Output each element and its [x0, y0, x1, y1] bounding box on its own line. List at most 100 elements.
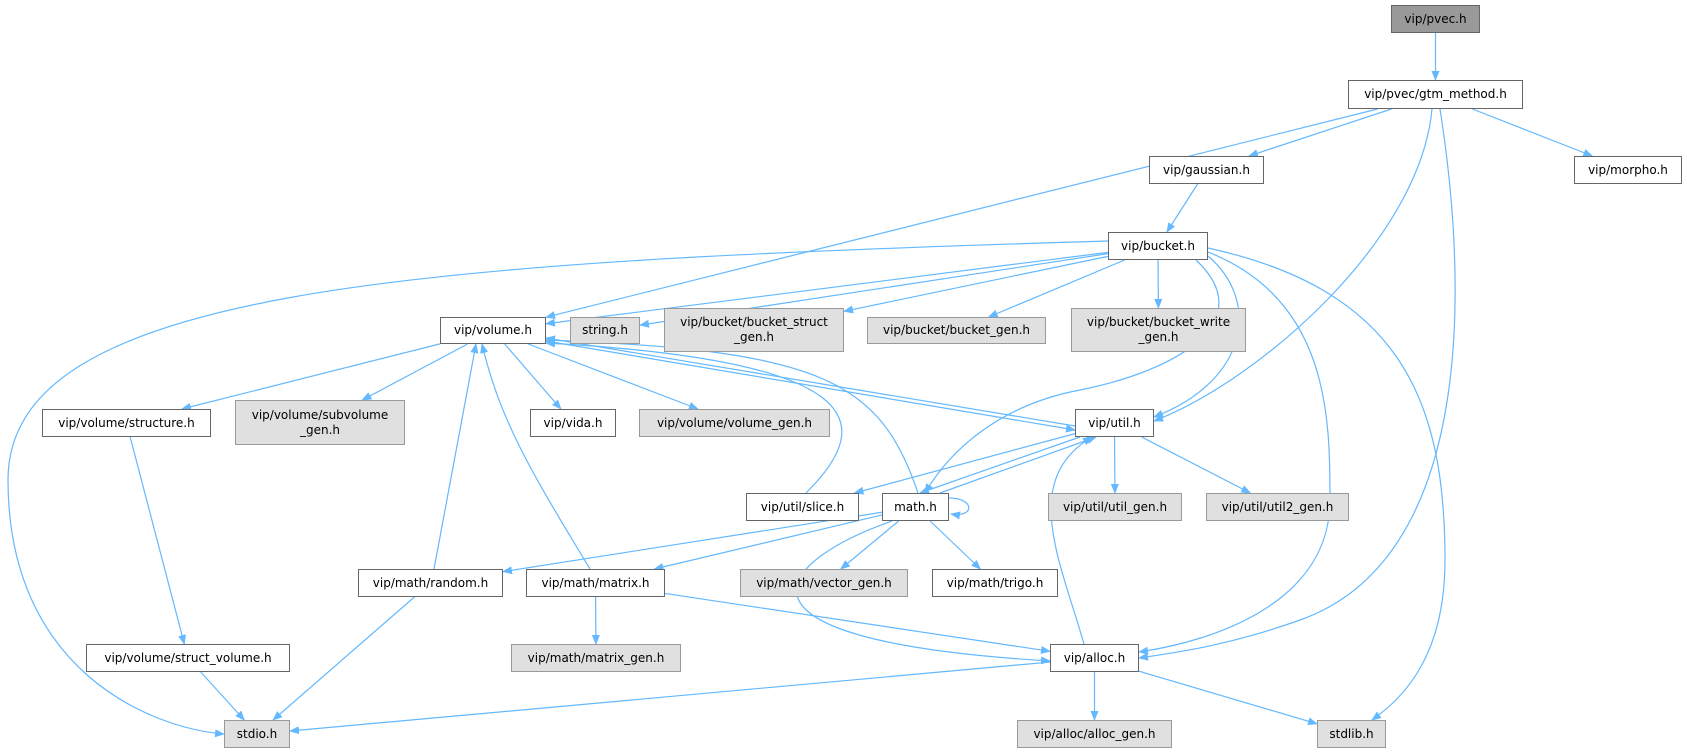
node-label: math.h — [894, 499, 937, 514]
edge-util-to-util2gen — [1141, 436, 1252, 494]
node-label: string.h — [582, 323, 628, 337]
edge-gtm-to-volume — [545, 108, 1378, 319]
node-label: stdlib.h — [1329, 726, 1374, 741]
node-label: vip/bucket/bucket_gen.h — [882, 323, 1031, 337]
edge-gtm-to-gaussian — [1248, 108, 1392, 157]
edge-alloc-to-util — [1050, 436, 1093, 645]
node-stdlib[interactable]: stdlib.h — [1317, 720, 1386, 748]
node-matrix[interactable]: vip/math/matrix.h — [526, 569, 665, 597]
node-morpho[interactable]: vip/morpho.h — [1574, 156, 1682, 184]
edge-util-to-volume — [545, 335, 1076, 427]
node-bstruct[interactable]: vip/bucket/bucket_struct_gen.h — [664, 308, 844, 352]
node-label: _gen.h — [299, 422, 341, 437]
edge-math-to-util — [939, 436, 1097, 494]
edge-gtm-to-morpho — [1472, 108, 1594, 157]
node-structure[interactable]: vip/volume/structure.h — [42, 409, 211, 437]
node-util[interactable]: vip/util.h — [1075, 409, 1154, 437]
edge-volume-to-structure — [181, 343, 441, 411]
node-allocgen[interactable]: vip/alloc/alloc_gen.h — [1017, 720, 1172, 748]
edge-bucket-to-math — [924, 259, 1220, 494]
node-math[interactable]: math.h — [882, 493, 949, 521]
node-label: vip/util/util_gen.h — [1062, 499, 1168, 514]
node-label: vip/util/util2_gen.h — [1221, 499, 1334, 514]
node-structvol[interactable]: vip/volume/struct_volume.h — [86, 644, 290, 672]
node-bucket[interactable]: vip/bucket.h — [1108, 232, 1208, 260]
node-random[interactable]: vip/math/random.h — [358, 569, 503, 597]
edge-volume-to-util — [545, 340, 1076, 433]
node-string[interactable]: string.h — [570, 317, 640, 344]
node-alloc[interactable]: vip/alloc.h — [1050, 644, 1139, 672]
edge-alloc-to-stdlib — [1138, 670, 1318, 726]
node-label: vip/morpho.h — [1588, 162, 1668, 177]
node-trigo[interactable]: vip/math/trigo.h — [932, 569, 1058, 597]
edge-math-to-math — [948, 497, 970, 520]
node-gtm[interactable]: vip/pvec/gtm_method.h — [1348, 80, 1523, 109]
node-vecgen[interactable]: vip/math/vector_gen.h — [740, 569, 908, 597]
node-label: vip/volume/struct_volume.h — [104, 650, 272, 665]
node-label: vip/math/trigo.h — [946, 575, 1044, 590]
node-label: vip/pvec.h — [1404, 11, 1467, 26]
edge-gtm-to-alloc — [1138, 108, 1456, 661]
node-label: vip/pvec/gtm_method.h — [1364, 87, 1507, 101]
node-subvol[interactable]: vip/volume/subvolume_gen.h — [235, 400, 405, 445]
edge-volume-to-vida — [504, 343, 562, 410]
node-gaussian[interactable]: vip/gaussian.h — [1149, 156, 1264, 184]
node-label: vip/bucket/bucket_struct — [680, 315, 828, 329]
edge-math-to-random — [502, 511, 883, 575]
edge-matrix-to-volume — [480, 343, 591, 570]
node-volgen[interactable]: vip/volume/volume_gen.h — [639, 409, 830, 437]
edge-structvol-to-stdio — [200, 671, 245, 721]
node-label: vip/volume/volume_gen.h — [656, 415, 813, 430]
edge-math-to-matrix — [653, 514, 883, 571]
edge-bucket-to-stdlib — [1207, 247, 1446, 721]
node-label: vip/math/matrix.h — [541, 575, 650, 590]
node-label: vip/alloc/alloc_gen.h — [1033, 726, 1156, 741]
node-slice[interactable]: vip/util/slice.h — [746, 493, 859, 521]
edge-volume-to-volgen — [528, 343, 699, 410]
node-utilgen[interactable]: vip/util/util_gen.h — [1048, 493, 1182, 521]
node-matrixgen[interactable]: vip/math/matrix_gen.h — [511, 644, 681, 672]
edge-math-to-volume — [545, 336, 919, 494]
edge-bucket-to-stdio — [7, 240, 1109, 738]
edge-math-to-alloc — [796, 520, 1051, 665]
node-label: vip/math/random.h — [372, 575, 489, 590]
node-label: vip/gaussian.h — [1163, 162, 1250, 177]
edge-random-to-stdio — [272, 596, 415, 721]
node-label: vip/util/slice.h — [760, 499, 845, 514]
node-label: vip/math/matrix_gen.h — [527, 650, 665, 665]
edge-bucket-to-volume — [545, 251, 1109, 327]
edge-gtm-to-util — [1153, 108, 1433, 422]
edge-bucket-to-bgen — [987, 259, 1125, 318]
edge-structure-to-structvol — [129, 436, 186, 645]
edge-matrix-to-alloc — [664, 592, 1051, 654]
edge-gaussian-to-bucket — [1166, 183, 1199, 233]
edge-alloc-to-stdio — [289, 661, 1051, 735]
node-label: vip/volume/subvolume — [251, 407, 389, 422]
node-bgen[interactable]: vip/bucket/bucket_gen.h — [867, 317, 1046, 344]
edge-slice-to-volume — [545, 339, 843, 494]
node-label: vip/alloc.h — [1063, 650, 1126, 665]
edge-random-to-volume — [433, 343, 479, 570]
node-label: vip/volume/structure.h — [58, 415, 195, 430]
node-pvec[interactable]: vip/pvec.h — [1391, 5, 1480, 33]
node-vida[interactable]: vip/vida.h — [530, 409, 616, 437]
edge-volume-to-subvol — [361, 343, 468, 401]
node-label: _gen.h — [1138, 330, 1179, 344]
node-label: vip/util.h — [1088, 415, 1141, 430]
node-label: vip/math/vector_gen.h — [756, 575, 892, 590]
node-label: vip/bucket/bucket_write — [1086, 315, 1231, 329]
node-util2gen[interactable]: vip/util/util2_gen.h — [1206, 493, 1349, 521]
node-label: stdio.h — [236, 726, 278, 741]
edge-math-to-trigo — [929, 520, 982, 570]
node-label: _gen.h — [733, 330, 775, 344]
node-volume[interactable]: vip/volume.h — [440, 317, 546, 344]
node-stdio[interactable]: stdio.h — [224, 720, 290, 748]
edge-util-to-math — [919, 436, 1081, 494]
edge-util-to-slice — [853, 433, 1076, 495]
edge-math-to-vecgen — [840, 520, 900, 570]
node-label: vip/volume.h — [454, 323, 532, 337]
node-label: vip/vida.h — [543, 415, 603, 430]
node-bwrite[interactable]: vip/bucket/bucket_write_gen.h — [1071, 308, 1246, 352]
